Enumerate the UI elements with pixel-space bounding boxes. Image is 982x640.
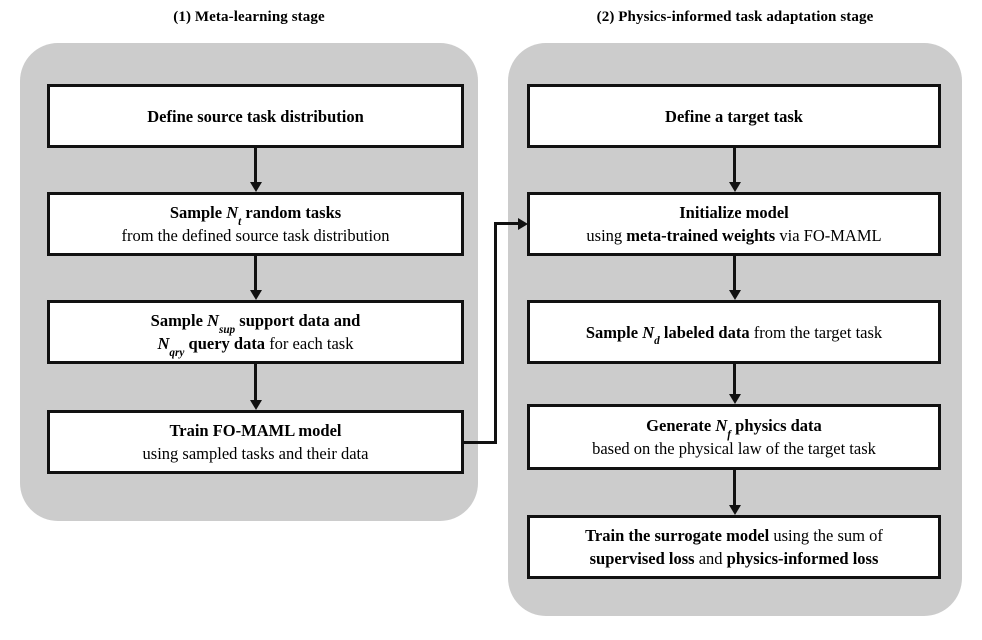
node-line-secondary: supervised loss and physics-informed los…: [590, 547, 879, 570]
node-define-source-task-distribution[interactable]: Define source task distribution: [47, 84, 464, 148]
connector-cross-stage-horizontal-out: [464, 441, 497, 444]
stage-title-physics-informed: (2) Physics-informed task adaptation sta…: [596, 9, 874, 25]
node-text-mid: and: [694, 549, 727, 568]
node-text-bold: meta-trained weights: [626, 226, 776, 245]
node-line-primary: Sample Nt random tasks: [169, 201, 342, 228]
node-line-secondary: Nqry query data for each task: [157, 332, 354, 359]
node-line-secondary: based on the physical law of the target …: [592, 439, 876, 458]
connector-left-3-to-4: [254, 364, 257, 402]
node-line-primary: Define source task distribution: [147, 106, 364, 126]
node-text-suffix: from the target task: [749, 322, 883, 342]
node-text-bold: labeled data: [659, 322, 750, 342]
node-train-surrogate-model[interactable]: Train the surrogate model using the sum …: [527, 515, 941, 579]
node-define-target-task[interactable]: Define a target task: [527, 84, 941, 148]
math-variable-N-sup: Nsup: [207, 311, 236, 336]
node-line-primary: Sample Nd labeled data from the target t…: [585, 321, 883, 348]
node-text-bold: Train the surrogate model: [585, 526, 770, 545]
node-line-primary: Train the surrogate model using the sum …: [585, 524, 883, 547]
connector-right-1-to-2: [733, 148, 736, 184]
node-train-fo-maml-model[interactable]: Train FO-MAML model using sampled tasks …: [47, 410, 464, 474]
node-text-suffix: using the sum of: [769, 526, 883, 545]
math-variable-N-t: Nt: [226, 203, 242, 228]
connector-right-4-to-5: [733, 470, 736, 507]
math-variable-N-d: Nd: [642, 322, 660, 348]
node-line-primary: Generate Nf physics data: [646, 414, 822, 441]
connector-left-1-to-2: [254, 148, 257, 184]
node-line-secondary: from the defined source task distributio…: [121, 226, 390, 245]
node-text-prefix: Sample: [169, 203, 227, 222]
node-sample-random-tasks[interactable]: Sample Nt random tasks from the defined …: [47, 192, 464, 256]
node-text-prefix: using: [586, 226, 627, 245]
node-text-bold-2: physics-informed loss: [726, 549, 879, 568]
node-text-prefix: Sample: [150, 311, 208, 330]
node-line-primary: Train FO-MAML model: [169, 421, 342, 440]
node-line-secondary: using sampled tasks and their data: [142, 444, 369, 463]
node-line-secondary: using meta-trained weights via FO-MAML: [586, 224, 881, 247]
connector-cross-stage-horizontal-in: [494, 222, 520, 225]
node-text-prefix: Sample: [585, 322, 643, 342]
math-variable-N-qry: Nqry: [157, 334, 185, 359]
node-line-primary: Define a target task: [665, 106, 803, 126]
node-generate-physics-data[interactable]: Generate Nf physics data based on the ph…: [527, 404, 941, 470]
arrow-head-right-3-to-4: [728, 394, 741, 404]
arrow-head-cross-stage: [518, 217, 528, 230]
arrow-head-right-4-to-5: [728, 505, 741, 515]
connector-cross-stage-vertical: [494, 222, 497, 444]
arrow-head-left-2-to-3: [249, 290, 262, 300]
connector-right-2-to-3: [733, 256, 736, 292]
math-variable-N-f: Nf: [715, 416, 732, 441]
node-text-suffix: physics data: [731, 416, 822, 435]
node-text-suffix: random tasks: [241, 203, 342, 222]
arrow-head-right-2-to-3: [728, 290, 741, 300]
arrow-head-left-3-to-4: [249, 400, 262, 410]
connector-left-2-to-3: [254, 256, 257, 292]
node-text-suffix: support data and: [235, 311, 361, 330]
node-text-suffix: via FO-MAML: [775, 226, 882, 245]
node-line-primary: Initialize model: [679, 203, 789, 222]
node-initialize-model[interactable]: Initialize model using meta-trained weig…: [527, 192, 941, 256]
node-sample-support-query-data[interactable]: Sample Nsup support data and Nqry query …: [47, 300, 464, 364]
connector-right-3-to-4: [733, 364, 736, 396]
node-text-bold: supervised loss: [589, 549, 695, 568]
node-line-primary: Sample Nsup support data and: [150, 309, 361, 336]
node-text-prefix: Generate: [646, 416, 716, 435]
node-text-bold: query data: [184, 334, 266, 353]
node-text-rest: for each task: [265, 334, 354, 353]
arrow-head-left-1-to-2: [249, 182, 262, 192]
stage-title-meta-learning: (1) Meta-learning stage: [173, 9, 325, 25]
node-sample-labeled-data[interactable]: Sample Nd labeled data from the target t…: [527, 300, 941, 364]
arrow-head-right-1-to-2: [728, 182, 741, 192]
